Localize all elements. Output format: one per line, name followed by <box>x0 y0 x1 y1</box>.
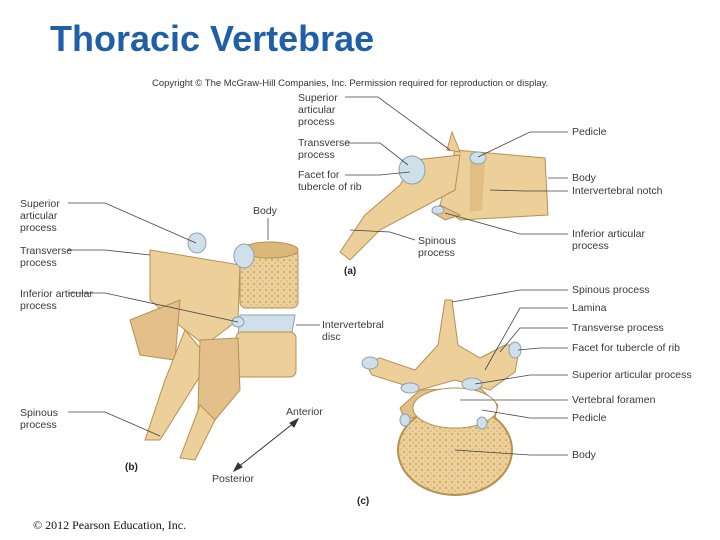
c-facet-tubercle-label: Facet for tubercle of rib <box>572 342 680 354</box>
panel-c-letter: (c) <box>357 496 369 507</box>
c-transverse-label: Transverse process <box>572 322 664 334</box>
b-body-label: Body <box>253 205 277 217</box>
footer-copyright: © 2012 Pearson Education, Inc. <box>33 518 186 533</box>
c-superior-articular-label: Superior articular process <box>572 369 692 381</box>
b-anterior-label: Anterior <box>286 406 323 418</box>
c-spinous-label: Spinous process <box>572 284 650 296</box>
panel-b-letter: (b) <box>125 462 138 473</box>
a-inferior-articular-label: Inferior articular process <box>572 228 645 252</box>
panel-b-vertebrae <box>130 233 298 460</box>
orientation-arrow <box>234 419 298 471</box>
b-inferior-articular-label: Inferior articular process <box>20 288 93 312</box>
c-pedicle-label: Pedicle <box>572 412 606 424</box>
a-facet-tubercle-label: Facet for tubercle of rib <box>298 169 362 193</box>
b-superior-articular-label: Superior articular process <box>20 198 60 234</box>
b-spinous-label: Spinous process <box>20 407 58 431</box>
a-pedicle-label: Pedicle <box>572 126 606 138</box>
c-lamina-label: Lamina <box>572 302 606 314</box>
a-spinous-label: Spinous process <box>418 235 456 259</box>
b-posterior-label: Posterior <box>212 473 254 485</box>
b-intervertebral-disc-label: Intervertebral disc <box>322 319 384 343</box>
a-transverse-label: Transverse process <box>298 137 350 161</box>
b-transverse-label: Transverse process <box>20 245 72 269</box>
a-superior-articular-label: Superior articular process <box>298 92 338 128</box>
panel-a-letter: (a) <box>344 266 356 277</box>
a-intervertebral-notch-label: Intervertebral notch <box>572 185 662 197</box>
a-body-label: Body <box>572 172 596 184</box>
panel-c-vertebra <box>362 300 521 495</box>
c-vertebral-foramen-label: Vertebral foramen <box>572 394 655 406</box>
c-body-label: Body <box>572 449 596 461</box>
